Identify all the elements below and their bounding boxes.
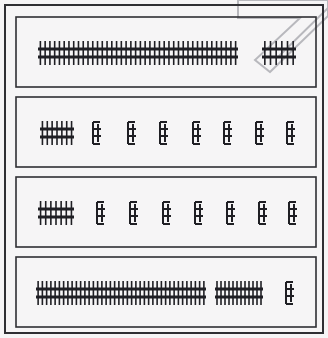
- rail-diagram-scene: [0, 0, 328, 338]
